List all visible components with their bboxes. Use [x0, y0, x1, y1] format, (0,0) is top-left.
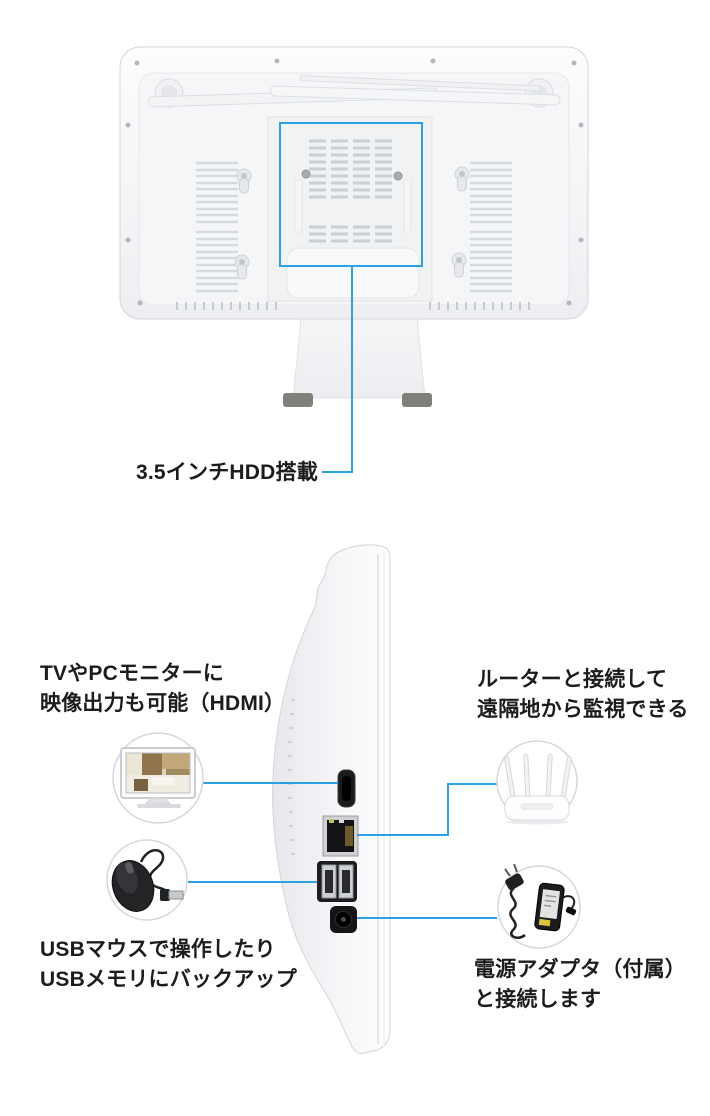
keyhole-mounts	[234, 166, 470, 280]
vent-grille-right	[470, 161, 512, 293]
power-adapter-icon	[497, 863, 581, 949]
hdmi-port	[337, 769, 356, 808]
hdd-callout-line	[322, 266, 353, 473]
usb-note: USBマウスで操作したり USBメモリにバックアップ	[40, 935, 297, 995]
power-note-line2: と接続します	[474, 988, 602, 1011]
router-note: ルーターと接続して 遠隔地から監視できる	[477, 665, 689, 725]
lan-port	[322, 815, 359, 857]
mouse-icon	[106, 839, 188, 921]
lan-connector-line	[357, 783, 497, 836]
hdd-label: 3.5インチHDD搭載	[136, 461, 318, 484]
bottom-vents	[176, 302, 530, 310]
side-view-illustration	[106, 544, 581, 1054]
hdmi-note-line2: 映像出力も可能（HDMI）	[40, 692, 286, 715]
hdmi-note-line1: TVやPCモニターに	[40, 662, 225, 685]
dc-power-port	[330, 906, 357, 933]
usb-note-line2: USBメモリにバックアップ	[40, 968, 297, 991]
usb-note-line1: USBマウスで操作したり	[40, 938, 276, 961]
tv-icon	[112, 732, 204, 824]
screws	[125, 58, 584, 306]
stand-foot-right	[402, 393, 432, 407]
router-icon	[496, 740, 578, 825]
back-view-illustration	[119, 46, 589, 473]
stand-foot-left	[283, 393, 313, 407]
router-note-line1: ルーターと接続して	[477, 668, 668, 691]
power-note-line1: 電源アダプタ（付属）	[474, 958, 686, 981]
wifi-antennas	[147, 75, 561, 108]
power-note: 電源アダプタ（付属） と接続します	[474, 955, 686, 1015]
router-note-line2: 遠隔地から監視できる	[477, 698, 689, 721]
hdd-access-plate	[267, 116, 433, 302]
vent-grille-left	[196, 161, 238, 293]
usb-ports	[317, 861, 357, 902]
hdmi-note: TVやPCモニターに 映像出力も可能（HDMI）	[40, 659, 285, 719]
